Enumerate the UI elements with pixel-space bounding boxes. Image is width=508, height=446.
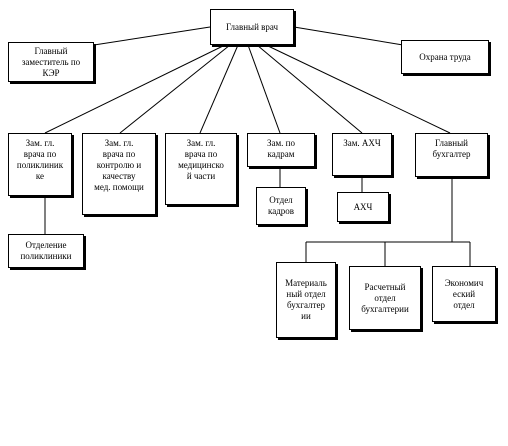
node-deputy-ker: Главный заместитель по КЭР: [8, 42, 94, 82]
connector-chief-labor: [293, 26, 404, 46]
node-material-dept: Материаль ный отдел бухгалтер ии: [276, 262, 336, 338]
node-polyclinic-dept: Отделение поликлиники: [8, 234, 84, 268]
node-hr-dept: Отдел кадров: [256, 187, 306, 225]
node-dep-polyclinic: Зам. гл. врача по поликлиник ке: [8, 133, 72, 196]
node-ahch: АХЧ: [337, 192, 389, 222]
node-economic-dept: Экономич еский отдел: [432, 266, 496, 322]
connector-chief-dep-ahch: [256, 44, 363, 134]
node-chief-accountant: Главный бухгалтер: [415, 133, 488, 177]
connector-chief-accountant: [265, 44, 451, 134]
connector-chief-dep-quality: [119, 44, 231, 134]
node-dep-ahch: Зам. АХЧ: [332, 133, 392, 176]
connector-chief-dep-poly: [44, 44, 226, 134]
connector-chief-deputy-ker: [93, 26, 211, 46]
connector-chief-dep-medical: [199, 44, 239, 134]
node-dep-quality: Зам. гл. врача по контролю и качеству ме…: [82, 133, 156, 215]
node-dep-hr: Зам. по кадрам: [247, 133, 315, 167]
node-payroll-dept: Расчетный отдел бухгалтерии: [349, 266, 421, 330]
connector-chief-dep-hr: [247, 44, 281, 134]
node-dep-medical: Зам. гл. врача по медицинско й части: [165, 133, 237, 205]
node-labor-safety: Охрана труда: [401, 40, 489, 74]
node-chief: Главный врач: [210, 9, 294, 45]
